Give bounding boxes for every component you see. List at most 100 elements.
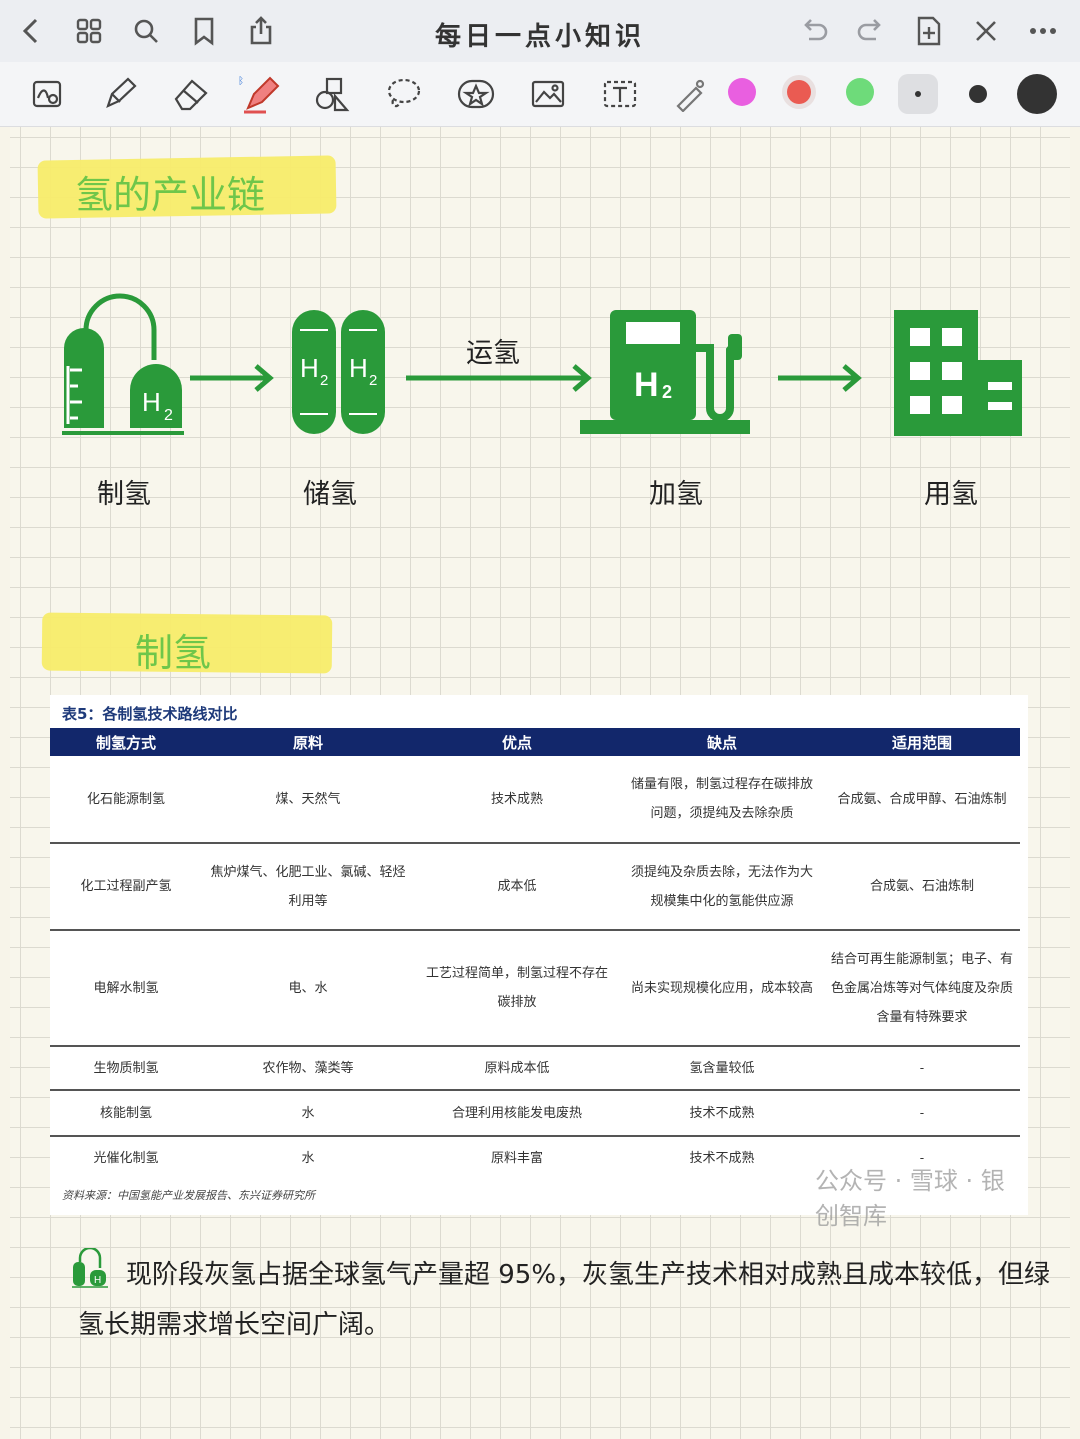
lasso-icon[interactable] (382, 74, 426, 114)
table-cell: 储量有限，制氢过程存在碳排放问题，须提纯及去除杂质 (620, 756, 824, 844)
eraser-icon[interactable] (169, 74, 213, 114)
svg-text:H: H (349, 353, 368, 383)
undo-icon[interactable] (797, 14, 831, 48)
more-icon[interactable] (1026, 14, 1060, 48)
zoom-pen-icon[interactable] (26, 74, 70, 114)
comparison-table: 制氢方式 原料 优点 缺点 适用范围 化石能源制氢 煤、天然气 技术成熟 储量有… (50, 728, 1020, 1180)
table-cell: 核能制氢 (50, 1090, 202, 1137)
table-cell: 原料丰富 (490, 1151, 543, 1166)
svg-text:2: 2 (662, 382, 672, 402)
table-cell: - (919, 1151, 925, 1166)
comparison-table-image: 表5：各制氢技术路线对比 制氢方式 原料 优点 缺点 适用范围 化石能源制氢 煤… (50, 695, 1028, 1230)
table-cell: 水 (301, 1151, 315, 1166)
table-cell: 合成氨、石油炼制 (824, 843, 1020, 931)
svg-text:ᛒ: ᛒ (238, 76, 244, 87)
share-icon[interactable] (244, 14, 278, 48)
production-icon: H 2 (62, 293, 184, 435)
transport-label: 运氢 (466, 338, 520, 369)
h2-text: H (142, 387, 161, 417)
refuel-station-icon: H 2 (580, 310, 750, 434)
arrow-2 (406, 364, 592, 392)
svg-text:2: 2 (369, 372, 377, 389)
table-header: 优点 (414, 728, 620, 756)
table-cell: 工艺过程简单，制氢过程不存在碳排放 (414, 930, 620, 1047)
arrow-1 (190, 364, 274, 392)
table-cell: 化工过程副产氢 (50, 843, 202, 931)
shapes-icon[interactable] (310, 74, 354, 114)
color-swatch-red-selected[interactable] (782, 75, 816, 109)
table-cell: 电、水 (202, 930, 414, 1047)
text-tool-icon[interactable] (598, 74, 642, 114)
table-cell: 成本低 (414, 843, 620, 931)
table-cell: 结合可再生能源制氢；电子、有色金属冶炼等对气体纯度及杂质含量有特殊要求 (824, 930, 1020, 1047)
hydrogen-bullet-icon: H (72, 1248, 108, 1288)
pen-icon[interactable] (98, 74, 142, 114)
image-icon[interactable] (526, 74, 570, 114)
stroke-size-medium[interactable] (969, 85, 987, 103)
top-bar: 每日一点小知识 (0, 0, 1080, 63)
table-cell: 合成氨、合成甲醇、石油炼制 (824, 756, 1020, 844)
back-icon[interactable] (14, 14, 48, 48)
table-cell: 生物质制氢 (50, 1046, 202, 1091)
color-swatch-pink[interactable] (728, 78, 756, 106)
table-cell: 光催化制氢 (93, 1151, 159, 1166)
section-title-production: 制氢 (135, 631, 212, 675)
sticker-icon[interactable] (454, 74, 498, 114)
table-cell: 水 (202, 1090, 414, 1137)
table-cell: 技术不成熟 (689, 1151, 755, 1166)
table-cell: 合理利用核能发电废热 (414, 1090, 620, 1137)
table-cell: 尚未实现规模化应用，成本较高 (620, 930, 824, 1047)
table-cell: 氢含量较低 (620, 1046, 824, 1091)
table-row: 化石能源制氢 煤、天然气 技术成熟 储量有限，制氢过程存在碳排放问题，须提纯及去… (50, 756, 1020, 844)
color-swatch-green[interactable] (846, 78, 874, 106)
search-icon[interactable] (129, 14, 163, 48)
table-cell: 原料成本低 (414, 1046, 620, 1091)
grid-icon[interactable] (72, 14, 106, 48)
table-cell: 农作物、藻类等 (202, 1046, 414, 1091)
table-header: 制氢方式 (50, 728, 202, 756)
watermark-text: 公众号 · 雪球 · 银创智库 (815, 1167, 1005, 1230)
close-icon[interactable] (969, 14, 1003, 48)
svg-text:2: 2 (320, 372, 328, 389)
table-source: 资料来源：中国氢能产业发展报告、东兴证券研究所 (62, 1189, 315, 1202)
highlighter-icon[interactable]: ᛒ (238, 74, 282, 114)
table-header: 适用范围 (824, 728, 1020, 756)
table-cell: 电解水制氢 (50, 930, 202, 1047)
table-header: 缺点 (620, 728, 824, 756)
chain-diagram: H 2 H 2 H 2 运氢 H 2 (62, 293, 1022, 436)
table-row: 化工过程副产氢 焦炉煤气、化肥工业、氯碱、轻烃利用等 成本低 须提纯及杂质去除，… (50, 843, 1020, 931)
table-row: 生物质制氢 农作物、藻类等 原料成本低 氢含量较低 - (50, 1046, 1020, 1091)
add-page-icon[interactable] (912, 14, 946, 48)
section-title-chain: 氢的产业链 (75, 173, 266, 217)
storage-icon: H 2 H 2 (292, 310, 385, 434)
stage-label-storage: 储氢 (303, 479, 357, 510)
stroke-size-large[interactable] (1017, 74, 1057, 114)
stroke-size-small-selected[interactable] (898, 74, 938, 114)
stage-label-refueling: 加氢 (649, 479, 703, 510)
summary-text: 现阶段灰氢占据全球氢气产量超 95%，灰氢生产技术相对成熟且成本较低，但绿氢长期… (78, 1260, 1051, 1340)
svg-text:2: 2 (164, 407, 173, 424)
svg-text:H: H (634, 366, 659, 404)
table-cell: 焦炉煤气、化肥工业、氯碱、轻烃利用等 (202, 843, 414, 931)
bookmark-icon[interactable] (187, 14, 221, 48)
table-cell: 须提纯及杂质去除，无法作为大规模集中化的氢能供应源 (620, 843, 824, 931)
redo-icon[interactable] (854, 14, 888, 48)
table-header-row: 制氢方式 原料 优点 缺点 适用范围 (50, 728, 1020, 756)
table-header: 原料 (202, 728, 414, 756)
table-cell: 技术成熟 (414, 756, 620, 844)
table-row: 光催化制氢 水 原料丰富 技术不成熟 - (50, 1136, 1020, 1180)
table-cell: 技术不成熟 (620, 1090, 824, 1137)
arrow-3 (778, 364, 862, 392)
svg-text:H: H (300, 353, 319, 383)
svg-text:H: H (94, 1275, 101, 1286)
table-cell: 煤、天然气 (202, 756, 414, 844)
table-row: 核能制氢 水 合理利用核能发电废热 技术不成熟 - (50, 1090, 1020, 1137)
stage-label-usage: 用氢 (924, 479, 978, 510)
building-icon (894, 310, 1022, 436)
table-cell: - (824, 1046, 1020, 1091)
table-cell: - (824, 1090, 1020, 1137)
table-cell: 化石能源制氢 (50, 756, 202, 844)
laser-pointer-icon[interactable] (668, 74, 712, 114)
stage-label-production: 制氢 (97, 479, 151, 510)
drawing-toolbar: ᛒ (0, 62, 1080, 127)
